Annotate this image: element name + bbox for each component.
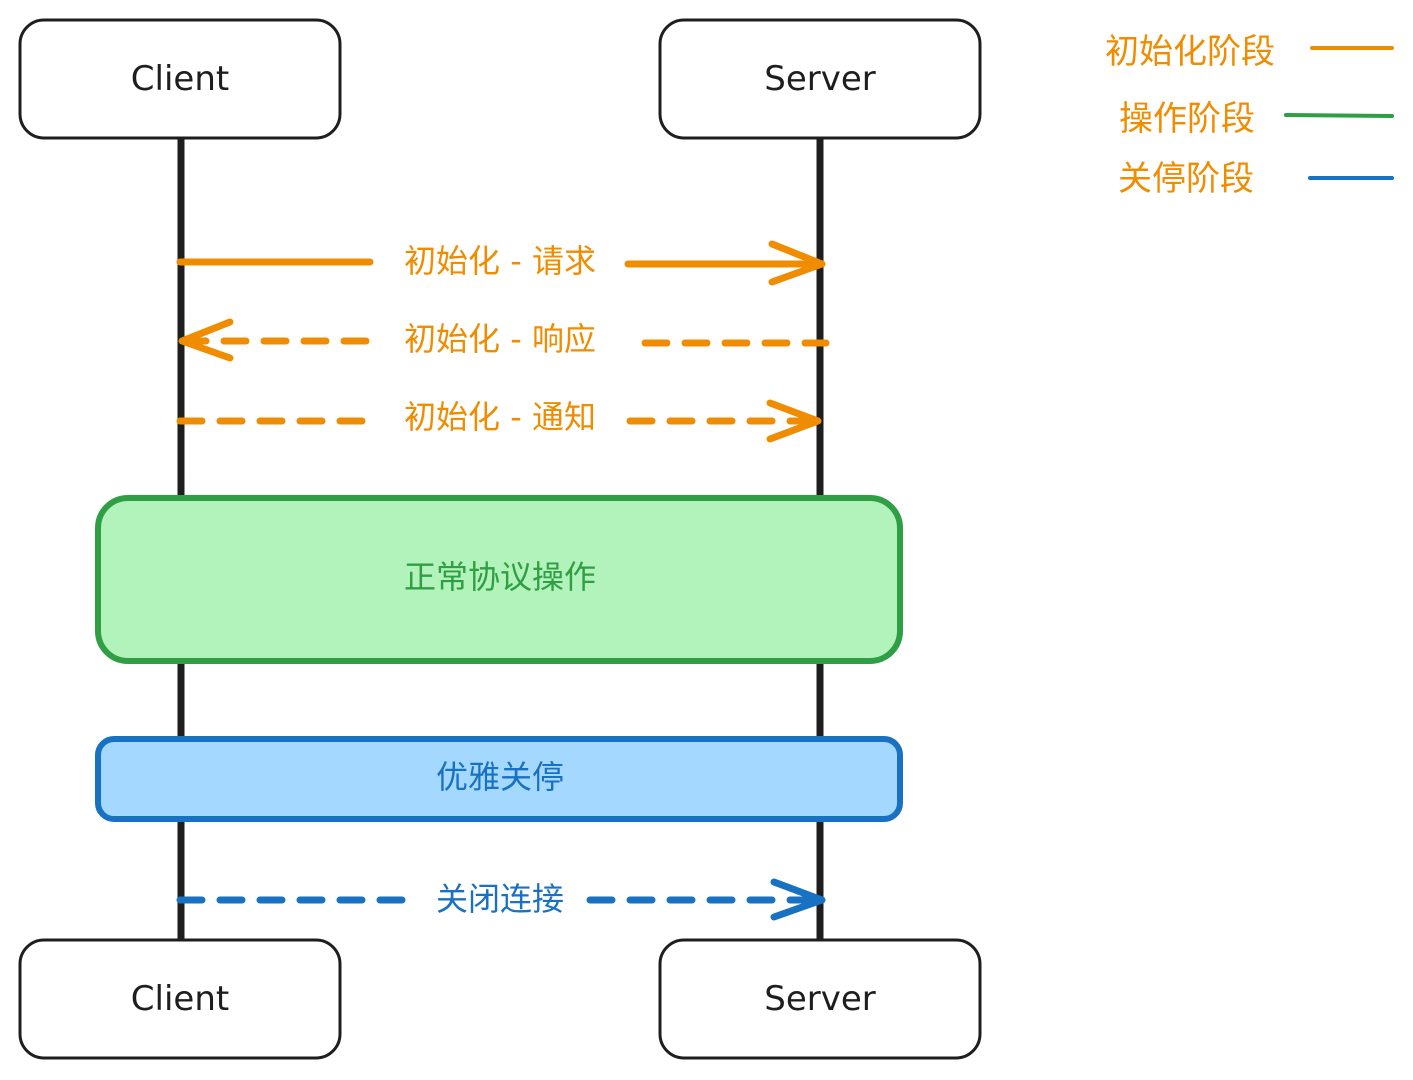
server-box-top[interactable]: Server [658,18,982,140]
legend-item-shutdown[interactable]: 关停阶段 [1118,159,1394,199]
legend-label: 关停阶段 [1118,159,1254,199]
server-label-top: Server [764,59,876,99]
legend-label: 初始化阶段 [1105,32,1275,72]
arrowhead-right-icon [770,878,826,921]
shutdown-phase-label: 优雅关停 [436,758,564,796]
legend-swatch [1284,113,1394,118]
server-label-bottom: Server [764,979,876,1019]
legend-label: 操作阶段 [1119,99,1255,139]
message-label: 初始化 - 通知 [404,398,596,436]
legend: 初始化阶段 操作阶段 关停阶段 [1105,32,1394,199]
message-init-response[interactable]: 初始化 - 响应 [178,318,830,362]
client-label-bottom: Client [131,979,229,1019]
shutdown-phase-box[interactable]: 优雅关停 [95,736,903,822]
message-label: 初始化 - 请求 [404,242,596,280]
message-close-connection[interactable]: 关闭连接 [176,878,826,921]
message-label: 初始化 - 响应 [404,320,596,358]
client-box-bottom[interactable]: Client [18,938,342,1060]
message-label: 关闭连接 [436,880,564,918]
arrowhead-left-icon [178,318,234,362]
arrowhead-right-icon [768,240,826,286]
legend-item-init[interactable]: 初始化阶段 [1105,32,1394,72]
legend-item-operation[interactable]: 操作阶段 [1119,99,1394,139]
server-box-bottom[interactable]: Server [658,938,982,1060]
operation-phase-label: 正常协议操作 [404,558,596,596]
message-init-notification[interactable]: 初始化 - 通知 [176,398,822,443]
arrowhead-right-icon [766,399,822,443]
client-label-top: Client [131,59,229,99]
operation-phase-box[interactable]: 正常协议操作 [95,495,903,664]
message-init-request[interactable]: 初始化 - 请求 [176,240,826,286]
client-box-top[interactable]: Client [18,18,342,140]
